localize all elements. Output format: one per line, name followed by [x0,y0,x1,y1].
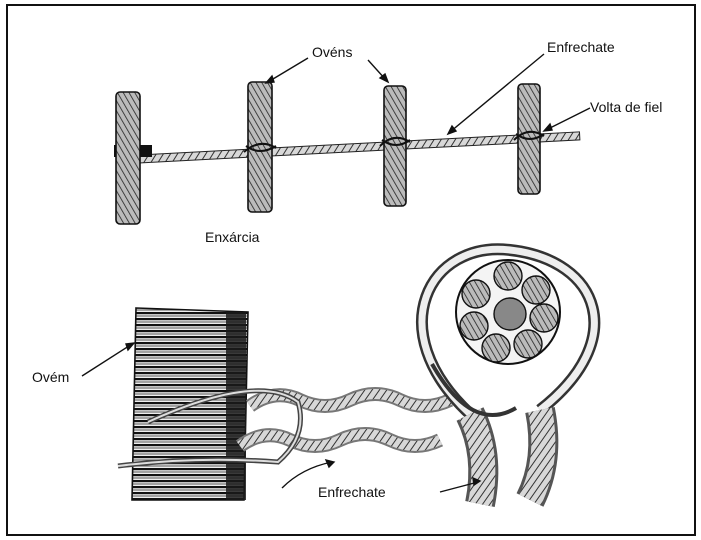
bottom-right-diagram: Enfrechate [318,249,594,504]
label-enfrechate-bottom: Enfrechate [318,484,386,500]
label-volta-de-fiel: Volta de fiel [590,99,662,115]
label-ovem: Ovém [32,369,69,385]
shroud-1 [116,92,140,224]
top-diagram: Ovéns Enfrechate Volta de fiel Enxárcia [114,39,662,245]
label-enfrechate-top: Enfrechate [547,39,615,55]
label-ovens: Ovéns [312,44,352,60]
volta-leader [546,108,590,130]
ovens-leader-left [268,58,308,82]
bottom-left-diagram: Ovém [32,308,450,500]
ratline-rope [116,132,580,164]
label-enxarcia: Enxárcia [205,229,260,245]
shroud-3 [384,86,406,206]
ovem-leader [82,344,132,376]
